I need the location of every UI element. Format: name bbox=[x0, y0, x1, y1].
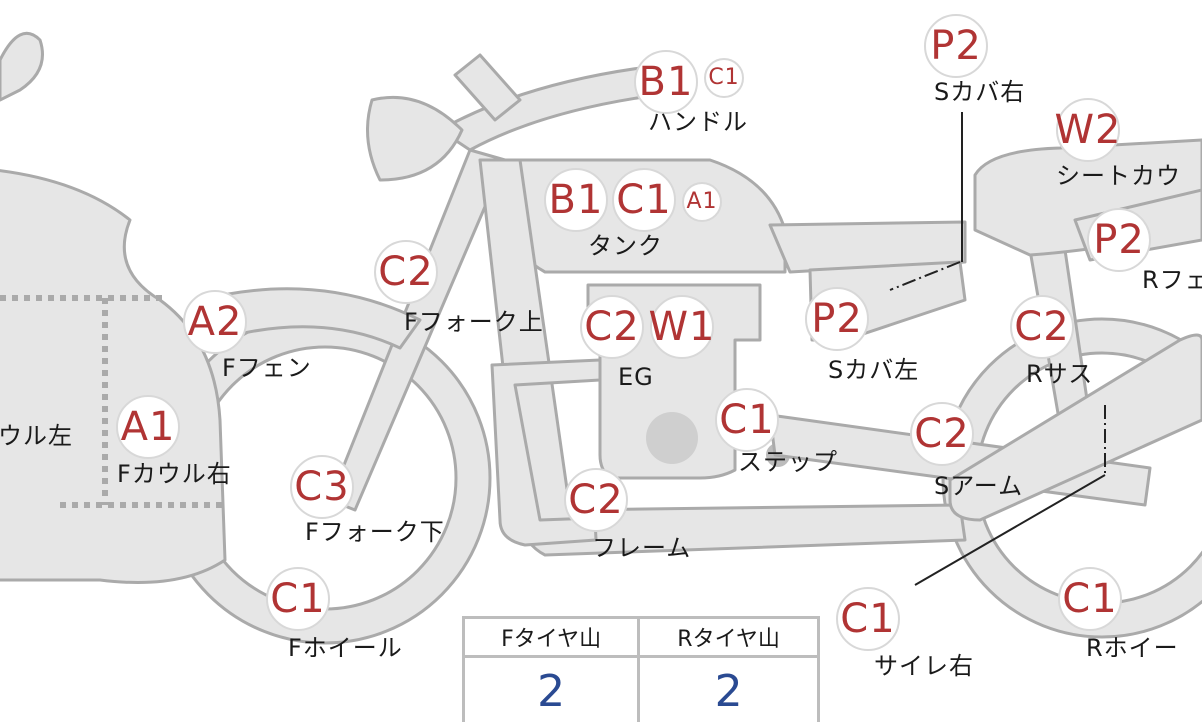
front-tire-value: 2 bbox=[461, 655, 641, 722]
front-fender-label: Fフェン bbox=[222, 354, 312, 382]
rear-fender-label: Rフェ bbox=[1142, 266, 1202, 294]
front-tire-header: Fタイヤ山 bbox=[461, 616, 641, 658]
tank-code-1: B1 bbox=[544, 168, 608, 232]
step-label: ステップ bbox=[738, 448, 838, 476]
step-code: C1 bbox=[715, 388, 779, 452]
front-wheel-code: C1 bbox=[266, 567, 330, 631]
engine-label: EG bbox=[618, 363, 654, 391]
front-cowl-body-shape bbox=[0, 169, 227, 584]
front-cowl-right-label: Fカウル右 bbox=[117, 460, 232, 488]
rear-suspension-code: C2 bbox=[1010, 295, 1074, 359]
engine-code-2: W1 bbox=[649, 295, 715, 359]
muffler-shape bbox=[948, 333, 1202, 522]
seat-cowl-code: W2 bbox=[1055, 98, 1121, 162]
frame-spine-shape bbox=[768, 220, 967, 274]
rear-tire-header: Rタイヤ山 bbox=[637, 616, 820, 658]
handle-label: ハンドル bbox=[648, 108, 748, 136]
muffler-right-code: C1 bbox=[836, 587, 900, 651]
front-fender-shape bbox=[198, 287, 422, 350]
front-cowl-left-label: ウル左 bbox=[0, 422, 73, 450]
rear-wheel-code: C1 bbox=[1058, 567, 1122, 631]
seat-cowl-label: シートカウ bbox=[1056, 162, 1181, 190]
rear-tire-value: 2 bbox=[637, 655, 820, 722]
rear-suspension-label: Rサス bbox=[1026, 360, 1094, 388]
swing-arm-label: Sアーム bbox=[934, 472, 1024, 500]
frame-label: フレーム bbox=[592, 534, 692, 562]
engine-code-1: C2 bbox=[580, 295, 644, 359]
front-cowl-left-shape bbox=[0, 31, 44, 102]
front-fork-lower-code: C3 bbox=[290, 455, 354, 519]
side-cover-left-code: P2 bbox=[805, 287, 869, 351]
side-cover-right-code: P2 bbox=[924, 14, 988, 78]
front-fork-upper-code: C2 bbox=[374, 240, 438, 304]
headlight-shape bbox=[453, 53, 522, 122]
tank-code-3: A1 bbox=[682, 182, 722, 222]
muffler-right-label: サイレ右 bbox=[874, 652, 974, 680]
frame-code: C2 bbox=[564, 468, 628, 532]
rear-wheel-label: Rホイー bbox=[1086, 634, 1179, 662]
side-cover-right-label: Sカバ右 bbox=[934, 78, 1026, 106]
front-fork-upper-label: Fフォーク上 bbox=[404, 308, 544, 336]
front-fork-lower-label: Fフォーク下 bbox=[305, 518, 445, 546]
swing-arm-code: C2 bbox=[910, 402, 974, 466]
front-fender-code: A2 bbox=[183, 290, 247, 354]
tire-tread-table: Fタイヤ山 Rタイヤ山 2 2 bbox=[461, 616, 820, 722]
front-wheel-label: Fホイール bbox=[288, 634, 403, 662]
side-cover-left-label: Sカバ左 bbox=[828, 356, 920, 384]
front-cowl-right-code: A1 bbox=[116, 395, 180, 459]
tank-code-2: C1 bbox=[612, 168, 676, 232]
handle-code-1: B1 bbox=[634, 50, 698, 114]
handle-code-2: C1 bbox=[704, 58, 744, 98]
rear-fender-code: P2 bbox=[1087, 208, 1151, 272]
frame-loop-shape bbox=[490, 358, 602, 547]
tank-label: タンク bbox=[588, 232, 663, 260]
headlamp-shape bbox=[366, 95, 464, 182]
